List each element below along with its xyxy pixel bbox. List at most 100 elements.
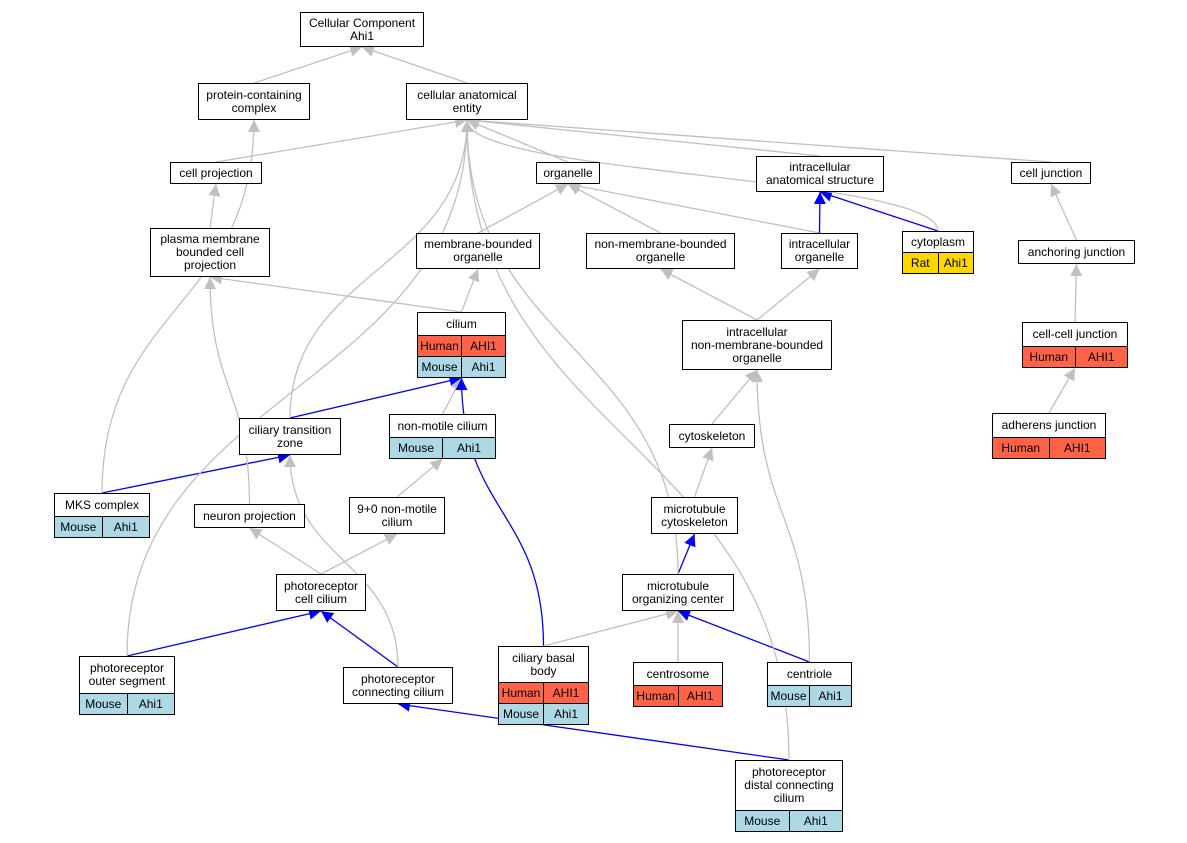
gene-cell: Ahi1	[809, 686, 851, 706]
node-label: MKS complex	[64, 497, 140, 512]
node-label: cytoskeleton	[678, 428, 746, 443]
node-celljunc[interactable]: cell junction	[1011, 162, 1091, 184]
node-label: non-membrane-bounded organelle	[594, 237, 727, 264]
edge-cilium-to-mbo	[460, 268, 480, 313]
edge-mks-to-pcc	[101, 119, 260, 494]
gene-cell: AHI1	[543, 683, 588, 703]
species-cell: Human	[418, 336, 461, 356]
node-pmbcp[interactable]: plasma membrane bounded cell projection	[150, 228, 270, 277]
edge-cytosk-to-inmbo	[711, 369, 758, 425]
node-ias[interactable]: intracellular anatomical structure	[756, 156, 884, 192]
node-label: photoreceptor connecting cilium	[351, 671, 445, 699]
gene-cell: AHI1	[677, 686, 722, 706]
node-label: intracellular non-membrane-bounded organ…	[690, 324, 824, 365]
species-cell: Rat	[903, 253, 938, 273]
edge-pcc-to-root	[253, 45, 363, 84]
node-label: photoreceptor outer segment	[88, 661, 166, 688]
node-label: cilium	[446, 316, 477, 331]
node-pcc[interactable]: protein-containing complex	[198, 83, 310, 120]
edge-neuronproj-to-pmbcp	[204, 276, 251, 505]
edge-pos-to-cae	[126, 119, 473, 657]
edge-centriole-to-inmbo	[751, 369, 811, 663]
edge-cbb-to-mtoc	[543, 608, 679, 647]
species-cell: Mouse	[80, 694, 127, 714]
node-label: protein-containing complex	[206, 87, 302, 115]
node-nmbo[interactable]: non-membrane-bounded organelle	[586, 233, 735, 269]
edge-inmbo-to-io	[756, 268, 820, 321]
gene-cell: Ahi1	[937, 253, 973, 273]
edge-ccj-to-anchor	[1070, 263, 1083, 323]
node-mbo[interactable]: membrane-bounded organelle	[416, 233, 540, 269]
edge-ias-to-cae	[466, 115, 821, 157]
node-root[interactable]: Cellular Component Ahi1	[300, 12, 424, 47]
edge-pconn-to-pcc2	[320, 610, 399, 668]
edge-pcc2-to-neuronproj	[249, 527, 322, 575]
species-cell: Mouse	[418, 357, 461, 377]
edge-io-to-ias	[813, 191, 826, 234]
node-mtcytosk[interactable]: microtubule cytoskeleton	[651, 497, 738, 534]
edge-cilium-to-pmbcp	[209, 272, 462, 313]
node-cytosk[interactable]: cytoskeleton	[669, 424, 755, 448]
node-label: cytoplasm	[910, 234, 966, 249]
node-ctz[interactable]: ciliary transition zone	[239, 418, 341, 455]
node-organelle[interactable]: organelle	[536, 162, 600, 184]
node-label: microtubule organizing center	[631, 578, 725, 606]
edge-mtcytosk-to-cytosk	[693, 447, 714, 498]
node-mtoc[interactable]: microtubule organizing center	[622, 574, 734, 611]
node-cellproj[interactable]: cell projection	[170, 162, 262, 184]
gene-cell: AHI1	[1074, 347, 1127, 367]
node-label: organelle	[543, 165, 593, 180]
node-label: ciliary transition zone	[248, 422, 332, 450]
gene-cell: Ahi1	[126, 694, 174, 714]
edge-anchor-to-celljunc	[1050, 183, 1078, 241]
node-label: photoreceptor cell cilium	[283, 578, 359, 606]
node-anchor[interactable]: anchoring junction	[1018, 240, 1135, 264]
gene-cell: Ahi1	[101, 517, 149, 537]
edge-io-to-organelle	[567, 180, 820, 234]
node-label: centriole	[786, 666, 833, 681]
gene-cell: AHI1	[1048, 438, 1105, 458]
node-label: intracellular anatomical structure	[765, 160, 875, 187]
edge-cae-to-root	[361, 45, 468, 84]
node-label: intracellular organelle	[788, 237, 851, 264]
node-nmc90[interactable]: 9+0 non-motile cilium	[349, 497, 445, 534]
node-label: Cellular Component Ahi1	[308, 15, 416, 43]
edge-inmbo-to-nmbo	[660, 268, 758, 321]
node-label: neuron projection	[203, 508, 296, 523]
node-pconn[interactable]: photoreceptor connecting cilium	[343, 667, 453, 704]
node-label: microtubule cytoskeleton	[661, 501, 728, 529]
node-inmbo[interactable]: intracellular non-membrane-bounded organ…	[682, 320, 832, 370]
gene-cell: Ahi1	[442, 438, 495, 458]
species-cell: Human	[993, 438, 1049, 458]
edge-centriole-to-mtoc	[677, 609, 810, 663]
node-label: non-motile cilium	[397, 418, 488, 433]
edge-ctz-to-cae	[289, 119, 473, 419]
node-io[interactable]: intracellular organelle	[781, 233, 858, 269]
node-label: cell projection	[179, 165, 253, 180]
node-cae[interactable]: cellular anatomical entity	[406, 83, 528, 120]
edge-mbo-to-organelle	[477, 183, 569, 234]
node-neuronproj[interactable]: neuron projection	[194, 504, 305, 528]
node-label: cell-cell junction	[1032, 327, 1118, 341]
node-pcc2[interactable]: photoreceptor cell cilium	[276, 574, 366, 611]
